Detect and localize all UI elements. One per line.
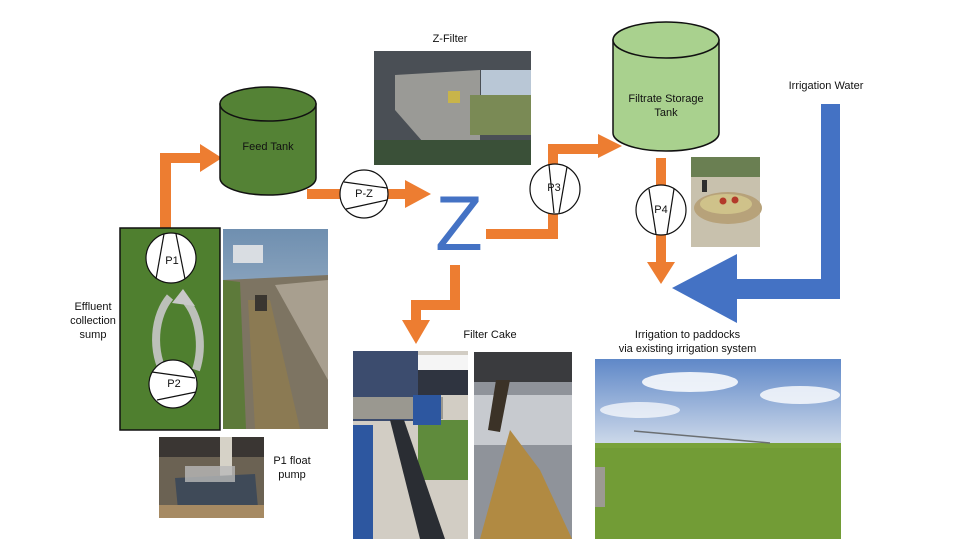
p1-float-pump-label: P1 float pump [267, 454, 317, 482]
feed-tank [219, 86, 317, 196]
flow-filtrate-tank-to-irrigation [647, 158, 675, 284]
flow-feed-tank-to-pz [307, 180, 431, 208]
z-filter-title: Z-Filter [432, 33, 468, 45]
z-filter-symbol: Z [435, 179, 483, 267]
feed-tank-label: Feed Tank [242, 141, 294, 153]
effluent-sump-label-line3: sump [79, 329, 107, 341]
z-filter-photo [374, 51, 531, 165]
pump-p1 [145, 232, 197, 284]
pump-p1-label: P1 [165, 255, 179, 267]
irrigation-water-arrow [672, 104, 840, 323]
pump-p4-label: P4 [654, 204, 668, 216]
p1-float-pump-label-line2: pump [278, 469, 306, 481]
flow-sump-to-feed-tank [160, 144, 222, 233]
pump-p2 [148, 359, 198, 409]
pump-pz [339, 169, 389, 219]
filter-cake-label: Filter Cake [463, 329, 517, 341]
filtrate-tank-label: Filtrate Storage Tank [620, 92, 712, 120]
pump-p4 [635, 184, 687, 236]
filter-cake-pile-photo [474, 352, 572, 539]
recirculation-arrowhead-icon [172, 289, 195, 306]
filter-cake-conveyor-photo [353, 351, 468, 539]
flow-z-to-p3-to-filtrate-tank [486, 134, 622, 239]
p1-float-pump-photo [159, 437, 264, 518]
effluent-sump-label-line1: Effluent [74, 301, 112, 313]
filtrate-tank-label-line1: Filtrate Storage [628, 93, 704, 105]
irrigation-paddock-photo [595, 359, 841, 539]
p1-float-pump-label-line1: P1 float [273, 455, 311, 467]
effluent-channel-photo [223, 229, 328, 429]
filtrate-trough-photo [691, 157, 762, 247]
irrigation-paddocks-label-line1: Irrigation to paddocks [634, 329, 741, 341]
irrigation-water-label: Irrigation Water [788, 80, 864, 92]
irrigation-paddocks-label: Irrigation to paddocks via existing irri… [600, 328, 775, 356]
filtrate-tank-label-line2: Tank [654, 107, 678, 119]
pump-p2-label: P2 [167, 378, 181, 390]
pump-p3 [529, 163, 581, 215]
filtrate-storage-tank [612, 21, 720, 152]
pump-pz-label: P-Z [355, 188, 373, 200]
effluent-sump-label-line2: collection [70, 315, 116, 327]
irrigation-paddocks-label-line2: via existing irrigation system [618, 343, 757, 355]
effluent-sump-label: Effluent collection sump [64, 300, 122, 342]
pump-p3-label: P3 [547, 182, 561, 194]
flow-z-to-filter-cake [402, 265, 460, 344]
